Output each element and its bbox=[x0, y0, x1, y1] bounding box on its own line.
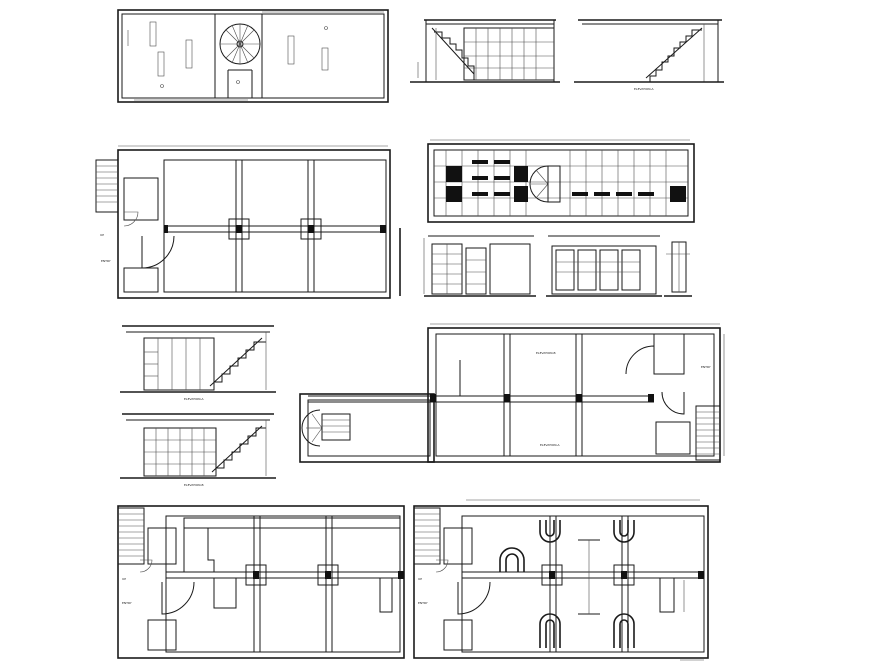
up-label-bl: UP bbox=[122, 577, 126, 581]
plan-long-hall: ELEVATION-B ELEVATION-A ENTRY bbox=[299, 323, 725, 463]
section-shelving-left bbox=[399, 228, 536, 297]
stair-block-right bbox=[695, 405, 721, 461]
elevation-a-middle: ELEVATION-A bbox=[120, 325, 276, 401]
elevation-a-mid-label: ELEVATION-A bbox=[184, 397, 204, 401]
up-label: UP bbox=[100, 233, 104, 237]
entry-label-br: ENTRY bbox=[418, 601, 428, 605]
spiral-stair-symbol bbox=[219, 23, 261, 65]
elevation-a-top: ELEVATION-A bbox=[574, 19, 724, 91]
ceiling-plan-left: UP ENTRY bbox=[117, 505, 405, 659]
stair-block-br bbox=[413, 507, 441, 565]
curved-ducts bbox=[499, 520, 675, 648]
section-glazing-right bbox=[546, 235, 692, 297]
elevation-b: ELEVATION-B bbox=[120, 413, 276, 487]
elevation-a-label: ELEVATION-A bbox=[634, 87, 654, 91]
spiral-stair-plan bbox=[301, 409, 351, 447]
plan-main-hall: UP ENTRY bbox=[95, 145, 391, 299]
up-label-br: UP bbox=[418, 577, 422, 581]
entry-label: ENTRY bbox=[101, 259, 111, 263]
stair-section bbox=[431, 27, 475, 80]
stair-block bbox=[95, 159, 119, 213]
entry-label-right: ENTRY bbox=[701, 365, 711, 369]
stair-block-bl bbox=[117, 507, 145, 565]
elevation-b-marker: ELEVATION-B bbox=[536, 351, 556, 355]
elevation-a-marker: ELEVATION-A bbox=[540, 443, 560, 447]
elevation-b-label: ELEVATION-B bbox=[184, 483, 204, 487]
ceiling-plan-right: UP ENTRY bbox=[413, 499, 709, 661]
spiral-stair-half bbox=[529, 165, 561, 203]
plan-spiral-stair bbox=[117, 9, 389, 103]
entry-label-bl: ENTRY bbox=[122, 601, 132, 605]
plan-pattern-layout bbox=[427, 139, 695, 223]
elevation-stair-glazing bbox=[410, 19, 560, 83]
